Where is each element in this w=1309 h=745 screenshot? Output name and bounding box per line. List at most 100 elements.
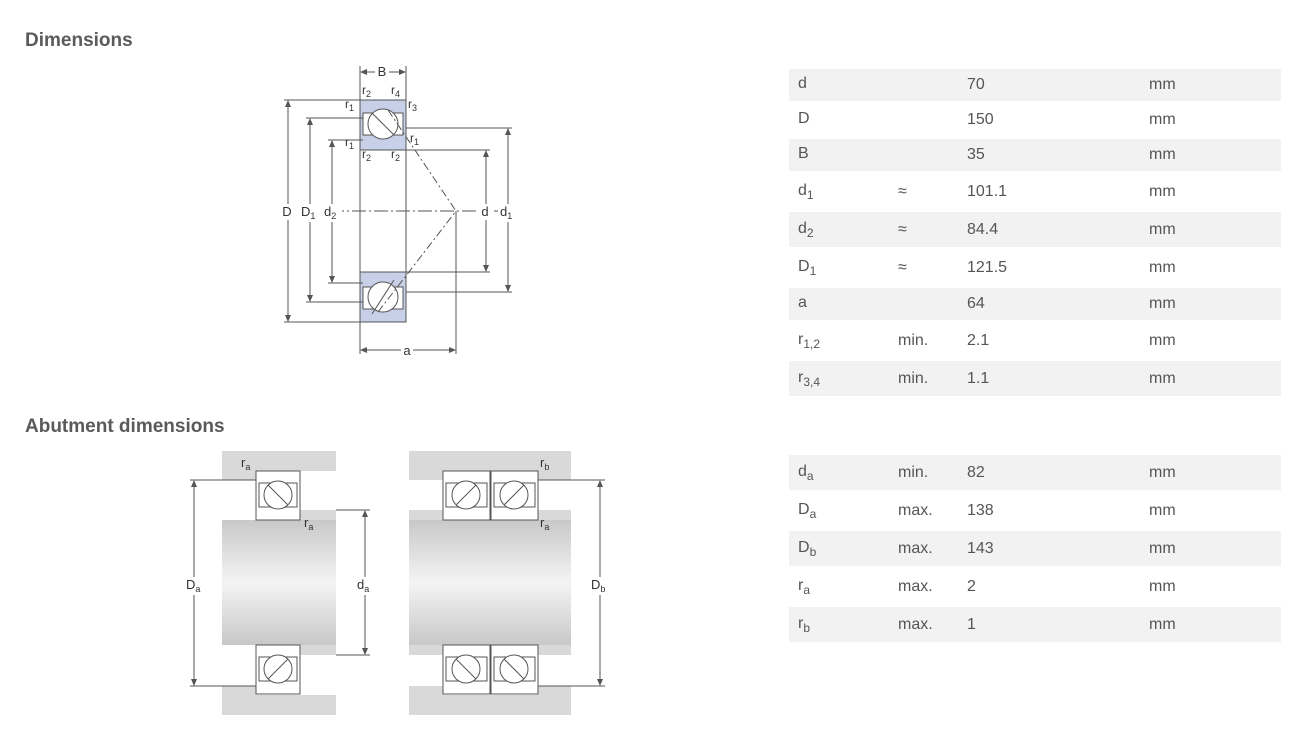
housing-top	[222, 451, 336, 471]
value-cell: 1.1	[958, 361, 1140, 396]
label-B: B	[378, 64, 387, 79]
table-row: d2 ≈ 84.4 mm	[789, 212, 1281, 247]
symbol-cell: B	[789, 139, 889, 171]
symbol-cell: Da	[798, 500, 817, 521]
symbol-cell: r1,2	[798, 330, 821, 351]
label-da: da	[357, 577, 369, 594]
unit-cell: mm	[1140, 455, 1281, 490]
label-r2-bottom-right: r2	[391, 147, 400, 163]
value-cell: 70	[958, 69, 1140, 101]
bearing-cross-section-diagram: B a D D1 d2 d d1 r2 r4 r1 r3 r1 r1 r2 r2	[279, 64, 518, 358]
symbol-cell: ra	[798, 576, 811, 597]
label-d1: d1	[500, 204, 512, 221]
value-cell: 143	[958, 531, 1140, 566]
table-row: r3,4 min. 1.1 mm	[789, 361, 1281, 396]
label-rb: rb	[540, 455, 549, 472]
label-Da: Da	[186, 577, 200, 594]
unit-cell: mm	[1149, 501, 1176, 519]
qualifier-cell: max.	[898, 501, 933, 519]
table-row: r1,2 min. 2.1 mm	[789, 323, 1281, 358]
label-d: d	[481, 204, 488, 219]
table-row: d 70 mm	[789, 69, 1281, 101]
value-cell: 121.5	[967, 258, 1008, 276]
symbol-cell: a	[789, 288, 889, 320]
label-r1-mid-left: r1	[345, 135, 354, 151]
unit-cell: mm	[1140, 288, 1281, 320]
label-r3: r3	[408, 97, 417, 113]
housing-bottom	[409, 695, 571, 715]
unit-cell: mm	[1140, 607, 1281, 642]
qualifier-cell: min.	[898, 331, 929, 349]
abutment-dimensions-heading: Abutment dimensions	[25, 416, 225, 437]
unit-cell: mm	[1149, 577, 1176, 595]
abutment-diagram-single: Da da ra ra	[184, 451, 376, 715]
value-cell: 101.1	[967, 182, 1008, 200]
value-cell: 35	[958, 139, 1140, 171]
qualifier-cell: max.	[889, 531, 958, 566]
table-row: B 35 mm	[789, 139, 1281, 171]
housing-bottom	[222, 695, 336, 715]
unit-cell: mm	[1140, 139, 1281, 171]
shaft	[409, 520, 571, 645]
table-row: D1 ≈ 121.5 mm	[789, 250, 1281, 285]
value-cell: 82	[958, 455, 1140, 490]
qualifier-cell: ≈	[898, 182, 907, 200]
abutment-dimensions-table: da min. 82 mm Da max. 138 mm Db max. 143…	[789, 452, 1281, 645]
qualifier-cell: max.	[889, 607, 958, 642]
table-row: da min. 82 mm	[789, 455, 1281, 490]
housing-top	[409, 451, 571, 471]
value-cell: 2	[967, 577, 976, 595]
qualifier-cell	[889, 104, 958, 136]
symbol-cell: da	[789, 455, 889, 490]
abutment-diagram-paired: Db rb ra	[409, 451, 611, 715]
label-r1-mid-right: r1	[410, 131, 419, 147]
qualifier-cell	[889, 288, 958, 320]
symbol-cell: d	[789, 69, 889, 101]
table-row: D 150 mm	[789, 104, 1281, 136]
label-d2: d2	[324, 204, 336, 221]
symbol-cell: d2	[789, 212, 889, 247]
unit-cell: mm	[1149, 331, 1176, 349]
label-ra-top: ra	[241, 455, 250, 472]
label-r2-bottom-left: r2	[362, 147, 371, 163]
qualifier-cell: min.	[889, 455, 958, 490]
symbol-cell: D1	[798, 257, 817, 278]
dimensions-heading: Dimensions	[25, 30, 133, 51]
unit-cell: mm	[1140, 69, 1281, 101]
qualifier-cell	[889, 69, 958, 101]
value-cell: 1	[958, 607, 1140, 642]
value-cell: 2.1	[967, 331, 990, 349]
symbol-cell: r3,4	[789, 361, 889, 396]
label-r1-top: r1	[345, 97, 354, 113]
table-row: ra max. 2 mm	[789, 569, 1281, 604]
qualifier-cell: ≈	[898, 258, 907, 276]
value-cell: 138	[967, 501, 994, 519]
qualifier-cell: min.	[889, 361, 958, 396]
unit-cell: mm	[1140, 361, 1281, 396]
label-Db: Db	[591, 577, 605, 594]
label-ra-side: ra	[304, 515, 313, 532]
unit-cell: mm	[1149, 182, 1176, 200]
label-D1: D1	[301, 204, 315, 221]
unit-cell: mm	[1140, 531, 1281, 566]
qualifier-cell: ≈	[889, 212, 958, 247]
label-D: D	[282, 204, 291, 219]
value-cell: 150	[967, 111, 994, 128]
symbol-cell: D	[798, 110, 810, 127]
symbol-cell: d1	[798, 181, 814, 202]
unit-cell: mm	[1149, 258, 1176, 276]
label-a: a	[403, 343, 411, 358]
symbol-cell: Db	[789, 531, 889, 566]
table-row: Da max. 138 mm	[789, 493, 1281, 528]
value-cell: 84.4	[958, 212, 1140, 247]
label-ra: ra	[540, 515, 549, 532]
table-row: rb max. 1 mm	[789, 607, 1281, 642]
table-row: a 64 mm	[789, 288, 1281, 320]
table-row: Db max. 143 mm	[789, 531, 1281, 566]
value-cell: 64	[958, 288, 1140, 320]
dimensions-table: d 70 mm D 150 mm B 35 mm d1 ≈ 101.1 mm d…	[789, 66, 1281, 399]
symbol-cell: rb	[789, 607, 889, 642]
label-r4: r4	[391, 83, 400, 99]
qualifier-cell	[889, 139, 958, 171]
qualifier-cell: max.	[898, 577, 933, 595]
